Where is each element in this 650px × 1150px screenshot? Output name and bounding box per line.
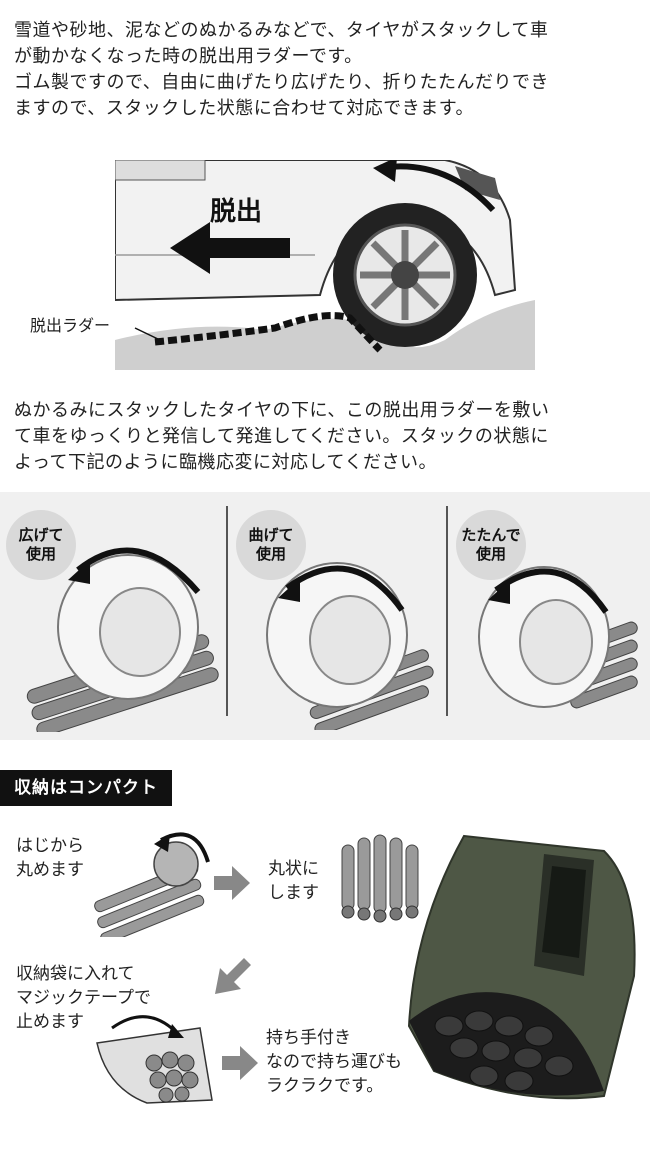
storage-step-carry-text: 持ち手付き なので持ち運びも ラクラクです。 — [266, 1028, 402, 1096]
intro-paragraph: 雪道や砂地、泥などのぬかるみなどで、タイヤがスタックして車 が動かなくなった時の… — [14, 20, 550, 119]
step-arrow-down-left-icon — [215, 958, 251, 994]
car-stuck-illustration: 脱出 — [115, 160, 535, 370]
usage-badge: 広げて 使用 — [6, 510, 76, 580]
exit-sign-label: 脱出 — [210, 197, 262, 227]
usage-panel-fold: たたんで 使用 — [448, 492, 650, 740]
badge-line2: 使用 — [25, 545, 56, 563]
usage-explanation-paragraph: ぬかるみにスタックしたタイヤの下に、この脱出用ラダーを敷い て車をゆっくりと発信… — [14, 400, 550, 473]
storage-step-round-text: 丸状に します — [268, 859, 319, 903]
step-arrow-right-icon — [214, 866, 250, 900]
badge-line1: たたんで — [461, 526, 521, 544]
usage-panel-spread: 広げて 使用 — [0, 492, 226, 740]
rolled-ladder-illustration — [341, 834, 419, 923]
storage-bag-photo — [407, 834, 636, 1100]
badge-line2: 使用 — [255, 545, 286, 563]
badge-line1: 広げて — [18, 526, 64, 544]
bagging-illustration — [96, 1015, 213, 1104]
storage-section-header: 収納はコンパクト — [0, 770, 172, 806]
badge-line1: 曲げて — [248, 526, 294, 544]
usage-badge: 曲げて 使用 — [236, 510, 306, 580]
usage-panel-bend: 曲げて 使用 — [228, 492, 446, 740]
ladder-spread-illustration — [26, 547, 219, 732]
usage-badge: たたんで 使用 — [456, 510, 526, 580]
ladder-rolling-illustration — [94, 832, 210, 937]
usage-modes-band: 広げて 使用 曲げて 使用 — [0, 492, 650, 740]
panel-divider — [226, 506, 228, 716]
ladder-callout-label: 脱出ラダー — [30, 316, 111, 335]
step-arrow-right-icon — [222, 1046, 258, 1080]
panel-divider — [446, 506, 448, 716]
badge-line2: 使用 — [475, 545, 506, 563]
ladder-bend-illustration — [266, 562, 434, 730]
ladder-fold-illustration — [478, 566, 638, 709]
storage-step-roll-text: はじから 丸めます — [16, 836, 84, 880]
storage-step-bag-text: 収納袋に入れて マジックテープで 止めます — [16, 964, 151, 1032]
